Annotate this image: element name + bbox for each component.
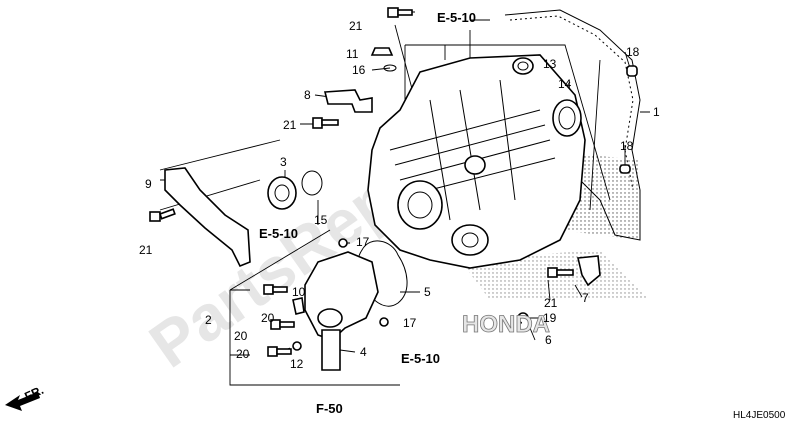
callout-4: 4 — [360, 345, 367, 359]
callout-8: 8 — [304, 88, 311, 102]
dowel-pin-18-top — [626, 65, 638, 77]
bolt-21-top — [387, 7, 413, 18]
callout-6: 6 — [545, 333, 552, 347]
water-pump-outlet — [317, 308, 343, 328]
ref-e510-left: E-5-10 — [259, 226, 298, 241]
callout-1: 1 — [653, 105, 660, 119]
callout-20a: 20 — [261, 311, 275, 325]
seal-3 — [267, 176, 297, 210]
cover-bearing-boss-inner — [407, 191, 433, 219]
callout-17a: 17 — [356, 235, 370, 249]
clip-10 — [292, 297, 305, 315]
dowel-pin-18-mid — [619, 164, 631, 174]
plug-11 — [370, 47, 394, 56]
water-pump-impeller — [461, 232, 479, 248]
cover-center-boss — [464, 155, 486, 175]
front-direction-label: FR. — [22, 383, 45, 404]
bracket-9 — [164, 167, 251, 268]
water-pump-cover-4 — [304, 251, 379, 341]
oil-seal-14-inner — [558, 106, 576, 130]
brand-mark: HONDA — [462, 311, 550, 338]
bolt-21-bracket — [149, 208, 176, 222]
callout-12: 12 — [290, 357, 304, 371]
callout-11: 11 — [346, 47, 359, 61]
callout-18b: 18 — [620, 139, 634, 153]
callout-13: 13 — [543, 57, 557, 71]
bolt-21-right — [547, 267, 574, 278]
o-ring-15 — [301, 170, 323, 196]
gasket-outline — [504, 9, 641, 241]
washer-12 — [292, 341, 302, 351]
callout-19: 19 — [543, 311, 557, 325]
ref-e510-bottom: E-5-10 — [401, 351, 440, 366]
water-pump-pipe — [321, 329, 341, 371]
callout-10: 10 — [292, 285, 306, 299]
callout-18a: 18 — [626, 45, 640, 59]
bracket-7 — [577, 255, 601, 287]
callout-14: 14 — [558, 77, 572, 91]
callout-21b: 21 — [283, 118, 297, 132]
plug-17-top — [338, 238, 348, 248]
bolt-20-a — [263, 284, 288, 295]
callout-2: 2 — [205, 313, 212, 327]
drawing-code: HL4JE0500 — [733, 410, 786, 421]
gasket-outline-inner — [509, 15, 634, 191]
callout-20b: 20 — [234, 329, 248, 343]
ref-e510-top: E-5-10 — [437, 10, 476, 25]
callout-5: 5 — [424, 285, 431, 299]
callout-20c: 20 — [236, 347, 250, 361]
breather-hose-6-fill — [447, 319, 528, 411]
plug-17-bottom — [379, 317, 389, 327]
callout-21d: 21 — [544, 296, 558, 310]
oil-seal-13 — [512, 57, 534, 75]
callout-3: 3 — [280, 155, 287, 169]
oil-seal-14 — [552, 99, 582, 137]
callout-17b: 17 — [403, 316, 417, 330]
bolt-20-c — [267, 346, 292, 357]
callout-21c: 21 — [139, 243, 153, 257]
callout-21a: 21 — [349, 19, 363, 33]
callout-16: 16 — [352, 63, 366, 77]
oil-seal-13-inner — [517, 61, 529, 71]
o-ring-16 — [383, 64, 397, 72]
callout-9: 9 — [145, 177, 152, 191]
cover-bearing-boss — [397, 180, 443, 230]
bolt-21-left — [312, 117, 339, 129]
ref-f50: F-50 — [316, 401, 343, 416]
front-direction-arrow: FR. — [5, 383, 46, 411]
water-pump-housing — [451, 224, 489, 256]
seal-3-inner — [274, 184, 290, 202]
callout-15: 15 — [314, 213, 328, 227]
bracket-8 — [323, 89, 373, 113]
callout-7: 7 — [582, 291, 589, 305]
diagonal-leaders — [159, 24, 601, 291]
assembly-frame-line — [229, 44, 611, 386]
bolt-20-b — [270, 319, 295, 330]
